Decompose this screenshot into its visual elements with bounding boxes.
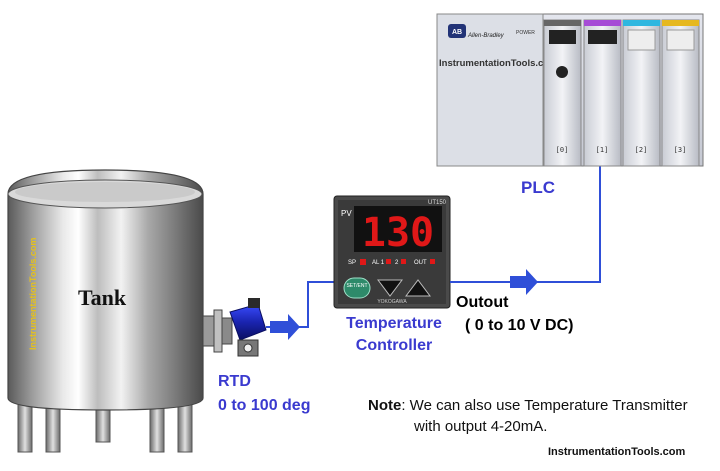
- signal-arrow-rtd: [270, 314, 300, 340]
- controller-sp-tag: SP: [348, 260, 356, 266]
- plc-label: PLC: [521, 178, 555, 197]
- plc-slot-1: [1]: [596, 146, 609, 154]
- controller-model: UT150: [428, 200, 447, 206]
- tank-watermark: InstrumentationTools.com: [28, 238, 38, 350]
- controller-brand: YOKOGAWA: [377, 299, 407, 305]
- controller-al-tag: AL 1: [372, 260, 385, 266]
- controller-label: Temperature Controller: [334, 313, 454, 357]
- plc-slot-0: [0]: [556, 146, 569, 154]
- rtd-range: 0 to 100 deg: [218, 397, 311, 414]
- controller-label-line1: Temperature: [346, 315, 442, 332]
- note-text: : We can also use Temperature Transmitte…: [401, 397, 688, 414]
- plc-watermark: InstrumentationTools.com: [439, 58, 558, 69]
- tank-label: Tank: [78, 285, 127, 310]
- controller-pv-tag: PV: [341, 209, 352, 218]
- credit: InstrumentationTools.com: [548, 446, 686, 458]
- temperature-controller: 130 PV UT150 SP AL 1 2 OUT SET/ENT YOKOG…: [333, 195, 451, 309]
- plc-slot-2: [2]: [635, 146, 648, 154]
- note-line2: with output 4-20mA.: [414, 418, 548, 435]
- rtd-sensor: [202, 298, 267, 357]
- up-arrow-icon: [405, 279, 431, 297]
- rtd-label: RTD: [218, 373, 251, 390]
- plc-rack: AB Allen-Bradley POWER InstrumentationTo…: [436, 13, 704, 167]
- note-bold: Note: [368, 397, 402, 414]
- controller-display-value: 130: [362, 210, 434, 256]
- tank: [7, 169, 204, 411]
- controller-label-line2: Controller: [355, 337, 433, 354]
- plc-slot-3: [3]: [674, 146, 687, 154]
- note: Note: We can also use Temperature Transm…: [368, 397, 688, 414]
- signal-arrow-output: [510, 269, 538, 295]
- output-label: Outout: [456, 294, 509, 311]
- controller-set-button: SET/ENT: [346, 283, 367, 289]
- output-signal-wire: [450, 166, 601, 283]
- plc-brand: Allen-Bradley: [467, 33, 505, 39]
- down-arrow-icon: [377, 279, 403, 297]
- controller-out-tag: OUT: [414, 260, 427, 266]
- output-range: ( 0 to 10 V DC): [465, 317, 574, 334]
- svg-text:AB: AB: [452, 29, 462, 36]
- controller-al2-tag: 2: [395, 260, 399, 266]
- plc-power: POWER: [516, 30, 535, 36]
